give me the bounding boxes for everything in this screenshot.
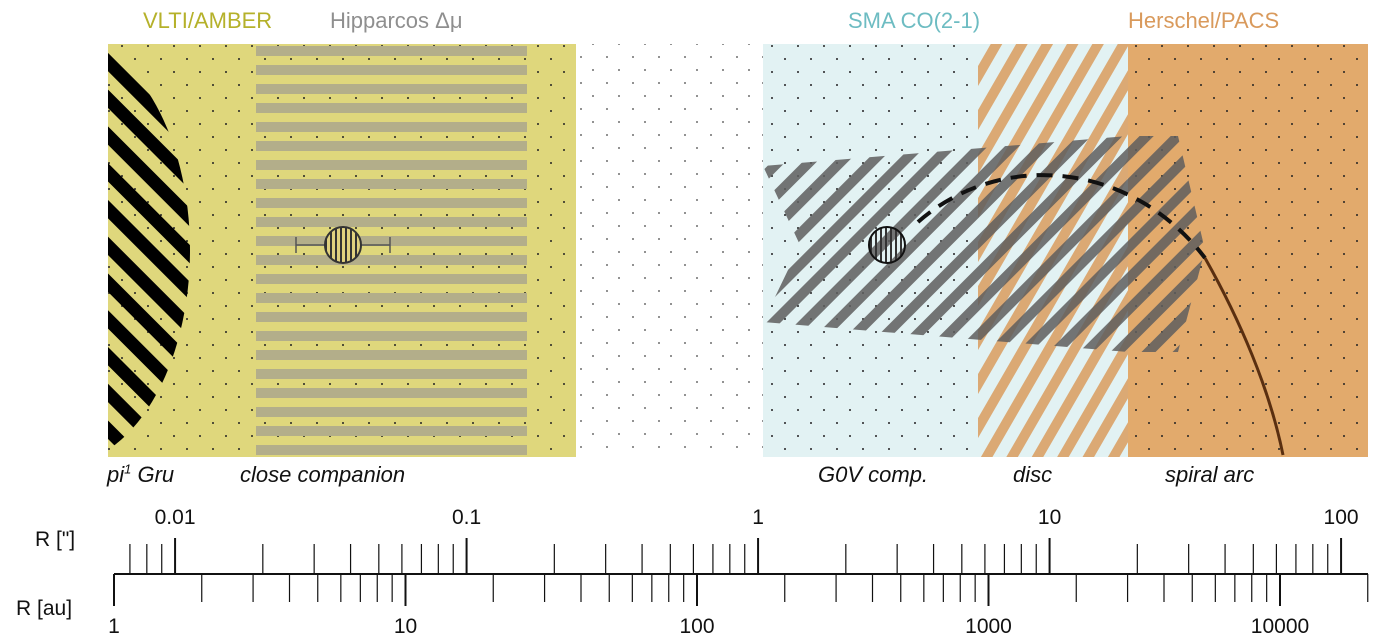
au-tick-label: 10000 xyxy=(1250,615,1310,638)
hipparcos-stripe xyxy=(256,350,527,360)
hipparcos-stripe xyxy=(256,369,527,379)
hipparcos-stripe xyxy=(256,122,527,132)
hipparcos-stripe xyxy=(256,198,527,208)
hipparcos-stripe xyxy=(256,141,527,151)
arcsec-axis-label: R ["] xyxy=(35,528,76,551)
hipparcos-stripe xyxy=(256,103,527,113)
hipparcos-stripes xyxy=(256,46,527,455)
hipparcos-stripe xyxy=(256,293,527,303)
pi1-gru-star xyxy=(108,50,190,450)
hipparcos-stripe xyxy=(256,84,527,94)
hipparcos-stripe xyxy=(256,312,527,322)
spiral-arc-solid xyxy=(1203,257,1285,456)
arcsec-tick-label: 10 xyxy=(1037,506,1062,529)
au-tick-label: 1 xyxy=(108,615,120,638)
hipparcos-stripe xyxy=(256,331,527,341)
spiral-label: spiral arc xyxy=(1165,462,1255,487)
hipparcos-stripe xyxy=(256,160,527,170)
gap-region xyxy=(576,44,763,457)
arcsec-tick-label: 0.1 xyxy=(451,506,482,529)
vlti-title: VLTI/AMBER xyxy=(143,8,273,33)
hipparcos-stripe xyxy=(256,236,527,246)
arcsec-tick-label: 100 xyxy=(1323,506,1359,529)
close-companion-label: close companion xyxy=(240,462,406,487)
disc-label: disc xyxy=(1013,462,1053,487)
pi-gru-label: pi1 Gru xyxy=(107,461,175,487)
hipparcos-stripe xyxy=(256,65,527,75)
au-axis-label: R [au] xyxy=(16,597,73,620)
co-emission-region xyxy=(763,136,1205,352)
hipparcos-stripe xyxy=(256,407,527,417)
g0v-label: G0V comp. xyxy=(818,462,929,487)
g0v-companion-marker xyxy=(868,226,906,264)
hipparcos-stripe xyxy=(256,255,527,265)
hipparcos-stripe xyxy=(256,179,527,189)
arcsec-tick-label: 1 xyxy=(752,506,764,529)
hipparcos-title: Hipparcos Δμ xyxy=(330,8,463,33)
au-tick-label: 10 xyxy=(393,615,418,638)
close-companion-marker xyxy=(295,226,391,264)
hipparcos-stripe xyxy=(256,274,527,284)
herschel-title: Herschel/PACS xyxy=(1128,8,1280,33)
hipparcos-stripe xyxy=(256,426,527,436)
sma-title: SMA CO(2-1) xyxy=(848,8,981,33)
hipparcos-stripe xyxy=(256,46,527,56)
arcsec-tick-label: 0.01 xyxy=(154,506,196,529)
hipparcos-stripe xyxy=(256,217,527,227)
spiral-arc-dashed xyxy=(916,173,1207,260)
au-tick-label: 1000 xyxy=(965,615,1012,638)
au-tick-label: 100 xyxy=(679,615,715,638)
hipparcos-stripe xyxy=(256,445,527,455)
hipparcos-stripe xyxy=(256,388,527,398)
